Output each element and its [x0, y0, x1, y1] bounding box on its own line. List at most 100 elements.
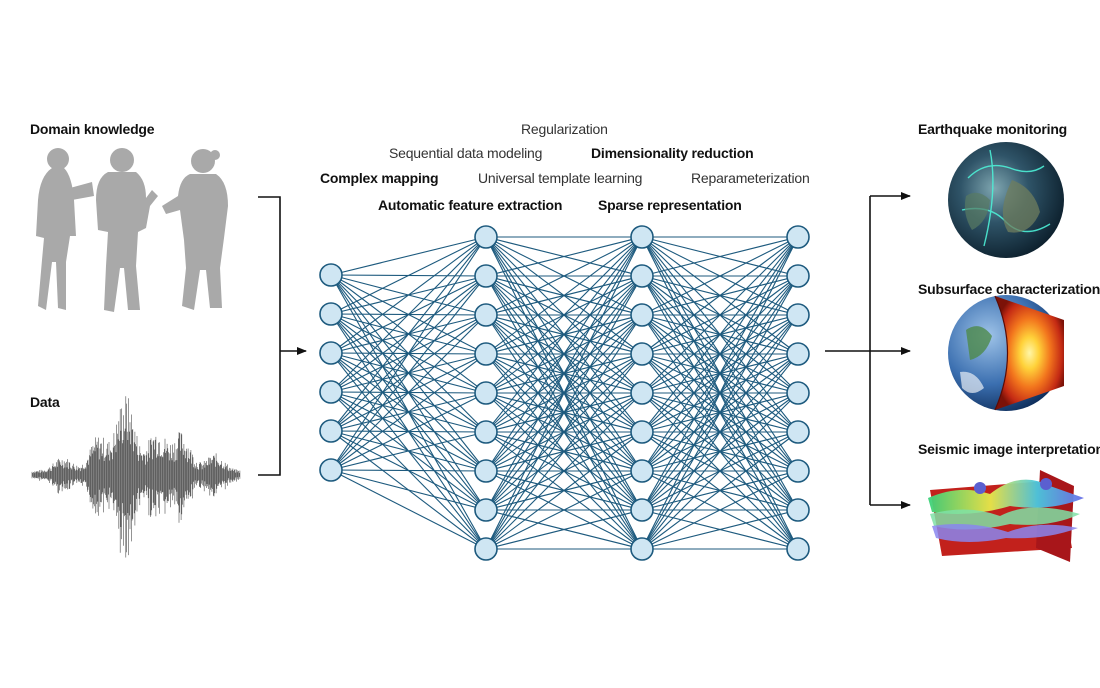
- people-silhouettes-icon: [36, 148, 228, 312]
- network-edge: [330, 236, 487, 354]
- network-edge: [641, 236, 799, 277]
- network-edge: [330, 469, 487, 550]
- network-node: [630, 381, 654, 405]
- network-node: [319, 419, 343, 443]
- network-edge: [641, 392, 799, 550]
- network-edge: [641, 431, 799, 550]
- network-edge: [330, 353, 487, 471]
- network-node: [474, 498, 498, 522]
- network-edge: [330, 236, 487, 276]
- network-edge: [485, 236, 643, 394]
- network-edge: [641, 236, 799, 394]
- output-connector: [825, 192, 911, 509]
- network-node: [786, 459, 810, 483]
- sequential-data-modeling-label: Sequential data modeling: [389, 145, 543, 161]
- earth-interior-cutaway-icon: [948, 295, 1064, 411]
- network-node: [630, 459, 654, 483]
- network-node: [319, 263, 343, 287]
- earth-globe-icon: [948, 142, 1064, 258]
- reparameterization-label: Reparameterization: [691, 170, 810, 186]
- network-edge: [641, 236, 799, 472]
- network-node: [630, 498, 654, 522]
- network-node: [786, 420, 810, 444]
- network-edge: [641, 236, 799, 550]
- network-node: [630, 303, 654, 327]
- regularization-label: Regularization: [521, 121, 608, 137]
- network-node: [474, 264, 498, 288]
- network-edge: [641, 353, 799, 550]
- network-edge: [485, 275, 643, 550]
- network-node: [630, 225, 654, 249]
- network-edge: [641, 236, 799, 511]
- network-node: [630, 537, 654, 561]
- network-node: [474, 225, 498, 249]
- network-node: [630, 342, 654, 366]
- domain-knowledge-label: Domain knowledge: [30, 121, 155, 137]
- network-edge: [485, 353, 643, 550]
- network-node: [474, 459, 498, 483]
- neural-network-nodes: [319, 225, 810, 561]
- network-edge: [485, 236, 643, 316]
- network-node: [786, 303, 810, 327]
- network-edge: [641, 236, 799, 355]
- network-edge: [641, 236, 799, 316]
- network-edge: [330, 392, 487, 471]
- network-edge: [485, 392, 643, 550]
- input-connector: [258, 196, 307, 476]
- network-edge: [330, 314, 487, 471]
- network-edge: [641, 314, 799, 550]
- network-edge: [485, 236, 643, 277]
- network-edge: [485, 470, 643, 550]
- network-edge: [485, 314, 643, 550]
- network-node: [474, 420, 498, 444]
- network-node: [786, 342, 810, 366]
- network-edge: [485, 431, 643, 550]
- network-edge: [330, 275, 487, 471]
- dimensionality-reduction-label: Dimensionality reduction: [591, 145, 754, 161]
- network-node: [319, 380, 343, 404]
- network-node: [474, 537, 498, 561]
- earthquake-monitoring-label: Earthquake monitoring: [918, 121, 1068, 137]
- network-edge: [485, 236, 643, 550]
- network-node: [474, 303, 498, 327]
- network-node: [786, 381, 810, 405]
- neural-network-connections: [330, 236, 799, 550]
- network-edge: [485, 509, 643, 550]
- universal-template-learning-label: Universal template learning: [478, 170, 643, 186]
- network-node: [786, 264, 810, 288]
- network-edge: [641, 236, 799, 433]
- complex-mapping-label: Complex mapping: [320, 170, 439, 186]
- waveform-signal-icon: [31, 396, 241, 558]
- network-node: [319, 341, 343, 365]
- network-node: [786, 225, 810, 249]
- subsurface-characterization-label: Subsurface characterization: [918, 281, 1100, 297]
- network-node: [786, 498, 810, 522]
- sparse-representation-label: Sparse representation: [598, 197, 742, 213]
- network-node: [319, 458, 343, 482]
- network-node: [630, 264, 654, 288]
- network-edge: [330, 236, 487, 432]
- network-edge: [330, 236, 487, 315]
- network-edge: [330, 431, 487, 471]
- network-node: [319, 302, 343, 326]
- seismic-volume-icon: [928, 470, 1084, 562]
- network-edge: [641, 275, 799, 550]
- data-label: Data: [30, 394, 60, 410]
- network-edge: [485, 236, 643, 433]
- network-edge: [330, 469, 487, 472]
- network-edge: [330, 236, 487, 393]
- network-node: [474, 381, 498, 405]
- network-edge: [330, 469, 487, 511]
- network-edge: [641, 470, 799, 550]
- network-node: [474, 342, 498, 366]
- network-edge: [485, 236, 643, 511]
- network-node: [786, 537, 810, 561]
- network-edge: [641, 509, 799, 550]
- seismic-image-interpretation-label: Seismic image interpretation: [918, 441, 1100, 457]
- network-node: [630, 420, 654, 444]
- network-edge: [330, 236, 487, 471]
- automatic-feature-extraction-label: Automatic feature extraction: [378, 197, 563, 213]
- network-edge: [485, 236, 643, 355]
